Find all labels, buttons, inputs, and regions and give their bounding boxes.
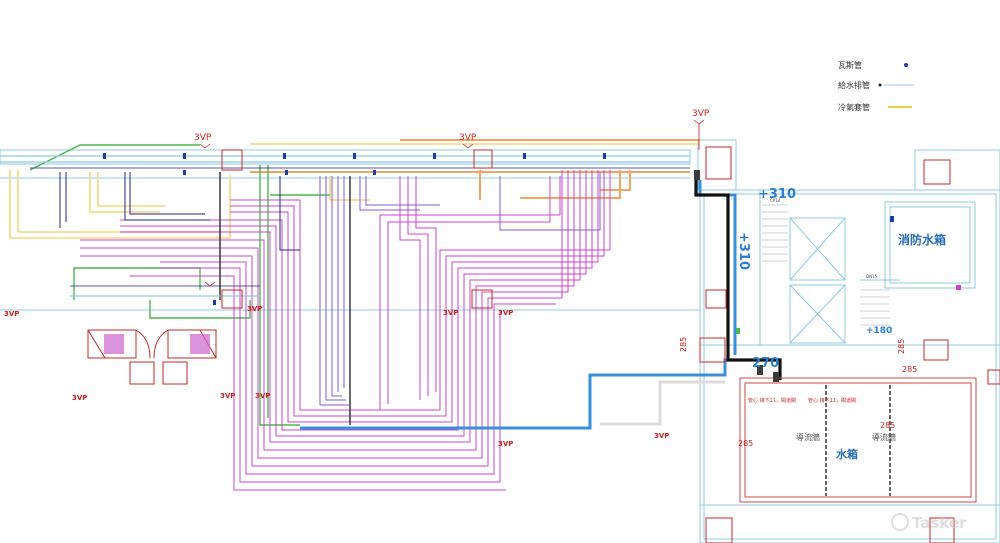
size-285-b: 285 [897,339,906,354]
riser-markers [694,170,779,382]
fire-tank-valve [956,285,961,290]
pipe-note-2: 管心 接下11，閥道閥 [808,397,856,404]
size-285-a: 285 [679,337,688,352]
vent-symbols [199,119,705,287]
vp-mid-2: 3VP [443,309,458,317]
water-tank-outline [739,377,977,503]
pipe-note-1: 管心 接下11，閥道閥 [748,397,796,404]
level-310-vertical-label: +310 [736,232,751,270]
fixture-fill [104,334,210,354]
legend-item-gas-marker [904,63,908,67]
vp-top-1: 3VP [194,133,212,143]
baffle-label-2: 導流牆 [872,432,896,442]
dim-cp-label: CP14 [770,198,781,203]
level-310-label: +310 [758,187,796,202]
watermark-text: Tasker [912,514,967,532]
building-walls [0,139,1000,543]
level-180-label: +180 [866,326,892,336]
vp-top-3: 3VP [692,109,710,119]
dim-dn-label: DN15 [866,274,878,279]
watermark: Tasker [891,513,967,532]
gray-riser [219,172,351,425]
baffle-label-1: 導流牆 [796,432,820,442]
orange-pipes [250,139,700,200]
legend-item-water-dot [878,83,882,87]
vent-labels: 3VP 3VP 3VP 3VP 3VP 3VP 3VP 3VP 3VP 3VP … [4,109,710,448]
size-285-c: 285 [902,365,917,374]
vp-low-1: 3VP [72,394,87,402]
green-pipes [29,144,330,426]
drain-pipe-bundle [59,170,611,491]
fixtures [87,146,1000,543]
main-distribution-pipe [0,155,690,297]
legend: 瓦斯管 給水排管 冷氣套管 [838,60,914,112]
fire-tank-label: 消防水箱 [898,232,946,247]
vp-mid-1: 3VP [247,305,262,313]
vp-top-2: 3VP [459,133,477,143]
level-270-label: 270 [752,356,779,371]
vp-left: 3VP [4,310,19,318]
green-valve [736,328,740,334]
legend-item-gas-label: 瓦斯管 [838,60,862,70]
vp-mid-3: 3VP [498,309,513,317]
vp-low-3: 3VP [255,392,270,400]
stair-lines [762,204,890,326]
water-tank-label: 水箱 [836,447,858,461]
watermark-logo-icon [891,513,909,531]
gas-markers [103,153,894,305]
vp-low-4: 3VP [498,440,513,448]
legend-item-ac-label: 冷氣套管 [838,102,870,112]
vp-low-5: 3VP [654,432,669,440]
size-285-e: 285 [738,439,753,448]
black-riser-pipe [694,170,782,380]
size-285-d: 285 [880,421,895,430]
vp-low-2: 3VP [220,392,235,400]
baffle-walls [825,385,891,496]
gray-supply-pipe [600,380,725,426]
legend-item-water-label: 給水排管 [838,80,870,90]
